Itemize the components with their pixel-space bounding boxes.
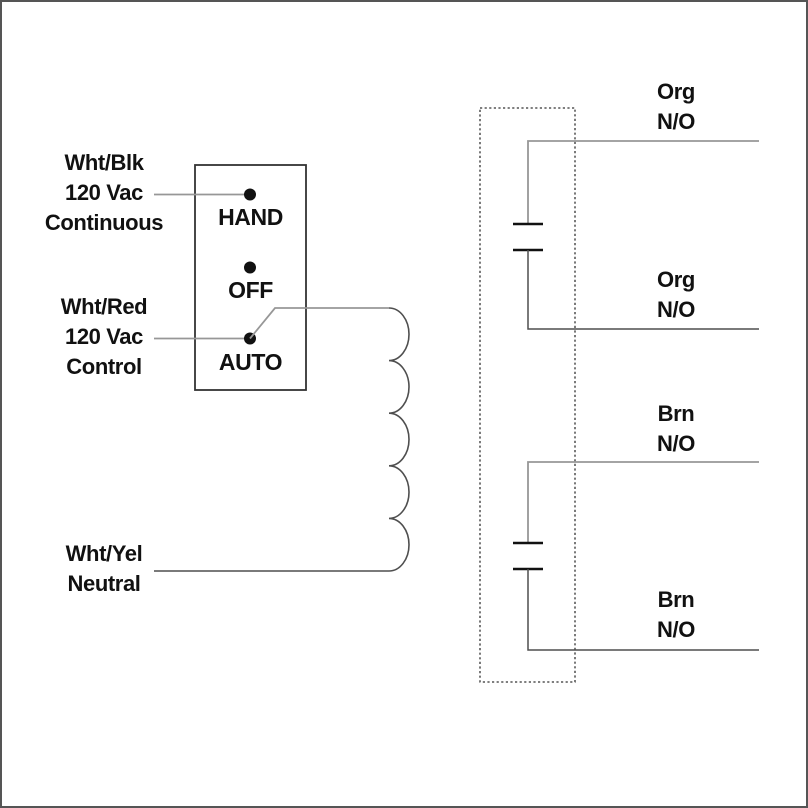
contact-type-label: N/O — [657, 297, 695, 322]
label-line: 120 Vac — [65, 180, 143, 205]
wire-color-label: Org — [657, 79, 695, 104]
label-neutral: Wht/Yel Neutral — [19, 539, 189, 599]
switch-position-hand: HAND — [218, 204, 283, 230]
switch-lever-wire — [249, 307, 389, 340]
wire-brn-top — [527, 461, 759, 543]
contact-type-label: N/O — [657, 617, 695, 642]
hand-terminal-dot — [244, 188, 256, 201]
off-terminal-dot — [244, 261, 256, 274]
label-continuous-hot: Wht/Blk 120 Vac Continuous — [19, 148, 189, 238]
contact-label-brn-top: Brn N/O — [616, 399, 736, 459]
contact-label-org-top: Org N/O — [616, 77, 736, 137]
relay-coil — [388, 307, 410, 572]
label-control-hot: Wht/Red 120 Vac Control — [19, 292, 189, 382]
contact-type-label: N/O — [657, 109, 695, 134]
wire-color-label: Brn — [657, 401, 695, 426]
wire-brn-bottom — [527, 569, 759, 651]
label-line: Wht/Blk — [64, 150, 144, 175]
contact-label-brn-bottom: Brn N/O — [616, 585, 736, 645]
label-line: Wht/Red — [60, 294, 148, 319]
label-line: Wht/Yel — [65, 541, 143, 566]
wire-color-label: Org — [657, 267, 695, 292]
relay-contact-enclosure — [479, 107, 576, 683]
switch-position-auto: AUTO — [218, 349, 283, 375]
label-line: Continuous — [44, 210, 164, 235]
label-line: Control — [66, 354, 142, 379]
contact-label-org-bottom: Org N/O — [616, 265, 736, 325]
contact-type-label: N/O — [657, 431, 695, 456]
wire-org-bottom — [527, 250, 759, 330]
wire-color-label: Brn — [657, 587, 695, 612]
wire-org-top — [527, 140, 759, 224]
switch-enclosure-box — [194, 164, 307, 391]
label-line: Neutral — [67, 571, 141, 596]
label-line: 120 Vac — [65, 324, 143, 349]
switch-position-off: OFF — [228, 277, 273, 303]
